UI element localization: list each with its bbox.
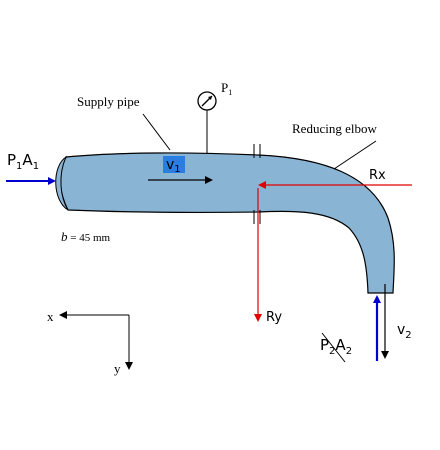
outlet-pressure-area-label: P2A2 [320, 336, 352, 357]
reducing-elbow-label: Reducing elbow [292, 121, 377, 136]
pipe-inlet-end [55, 155, 69, 211]
pipe-body [59, 152, 395, 294]
pressure-gauge-icon [197, 91, 217, 154]
axis-y-label: y [114, 361, 121, 376]
velocity-in-highlight [163, 156, 185, 173]
inlet-pressure-area-label: P1A1 [7, 151, 39, 172]
axis-x-label: x [47, 309, 54, 324]
reducing-elbow-leader [333, 140, 377, 170]
supply-pipe-leader [142, 113, 171, 151]
force-ry-label: Ry [266, 310, 282, 325]
outlet-label-strike [321, 332, 346, 363]
gauge-label: P1 [221, 80, 232, 97]
diameter-label: b = 45 mm [61, 229, 111, 244]
velocity-out-label: v2 [397, 322, 412, 341]
flange-marks [253, 144, 261, 224]
supply-pipe-label: Supply pipe [77, 94, 140, 109]
velocity-in-label: v1 [166, 157, 181, 175]
force-rx-label: Rx [369, 168, 386, 183]
